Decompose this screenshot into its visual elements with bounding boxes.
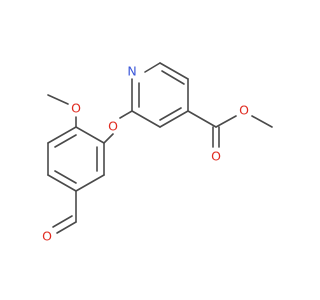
ether-link	[103, 110, 133, 144]
molecule-drawing: N O O O O O	[42, 62, 273, 244]
benzene-ring	[47, 126, 105, 192]
bond-c4-c3-inner	[159, 107, 182, 121]
bond-c4-carbonyl	[187, 110, 217, 128]
bond-c3-c2	[131, 110, 161, 128]
bond-b5-b6-inner	[54, 134, 77, 148]
bond-c4-c3	[159, 110, 189, 128]
ether-oxygen-label: O	[108, 119, 118, 134]
pyridine-ring	[131, 62, 189, 128]
aldehyde-group	[52, 190, 77, 234]
bond-carbonyl-ester-o	[215, 115, 237, 128]
ester-oxygen-label: O	[239, 103, 249, 118]
ester-carbonyl-oxygen-label: O	[211, 149, 221, 164]
bond-b3-b4	[47, 174, 77, 192]
bond-aldehyde-c-o-b	[52, 215, 73, 228]
bond-o-phenyl	[103, 133, 114, 144]
bond-c6-c5-inner	[161, 70, 185, 85]
bond-aldehyde-c-o-a	[56, 221, 77, 234]
bond-ester-o-methyl	[251, 115, 273, 128]
bond-b2-b3	[75, 174, 105, 192]
bond-c2-o	[119, 110, 133, 119]
bond-n-c6	[144, 62, 161, 73]
bond-c6-c5	[159, 62, 189, 80]
bond-methoxy-o-methyl	[47, 94, 69, 105]
methoxy-group	[47, 94, 77, 128]
aldehyde-oxygen-label: O	[42, 229, 52, 244]
bond-b5-b6	[47, 126, 77, 144]
structure-diagram: N O O O O O	[42, 62, 273, 244]
pyridine-nitrogen-label: N	[127, 64, 136, 79]
bond-b6-b1	[75, 126, 105, 144]
methoxy-oxygen-label: O	[71, 101, 81, 116]
bond-b3-b4-inner	[54, 170, 77, 184]
methyl-ester-group	[187, 110, 273, 148]
